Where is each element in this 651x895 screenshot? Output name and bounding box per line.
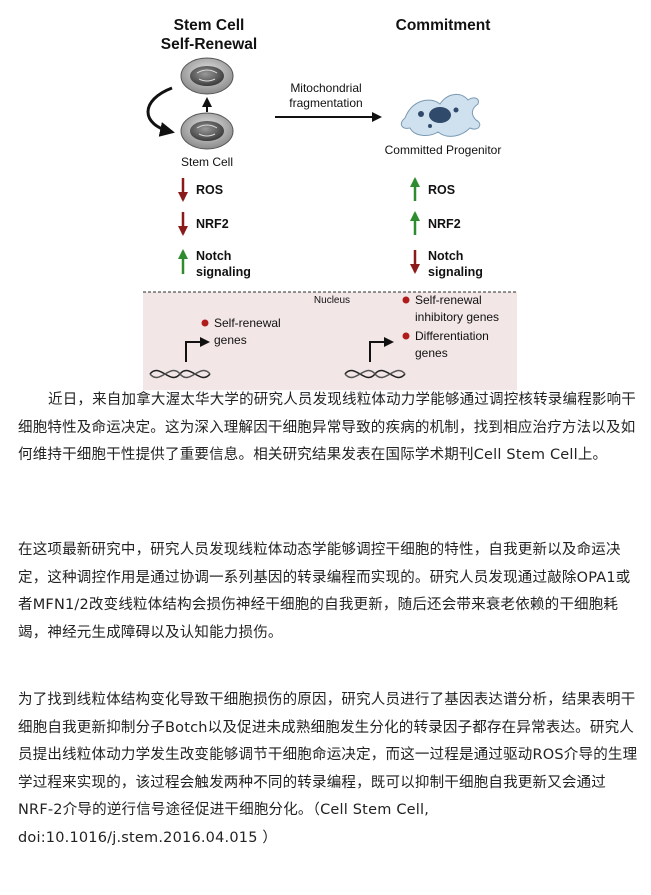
left-gene-label-line1: Self-renewal xyxy=(214,316,281,330)
arrow-label-line2: fragmentation xyxy=(289,96,362,110)
article-paragraph-3: 为了找到线粒体结构变化导致干细胞损伤的原因，研究人员进行了基因表达谱分析，结果表… xyxy=(18,692,638,846)
right-gene1-dot xyxy=(402,296,410,304)
right-title: Commitment xyxy=(396,17,491,34)
left-promoter-arrow xyxy=(185,337,210,362)
right-promoter-arrow xyxy=(369,337,394,362)
stem-cell-label: Stem Cell xyxy=(181,155,233,169)
right-gene2-dot xyxy=(402,332,410,340)
stem-cell-bottom-icon xyxy=(180,112,234,150)
progenitor-label: Committed Progenitor xyxy=(385,143,502,157)
left-notch-label-line1: Notch xyxy=(196,249,231,263)
right-ros-label: ROS xyxy=(428,183,455,197)
right-notch-label-line1: Notch xyxy=(428,249,463,263)
article-paragraph-2: 在这项最新研究中，研究人员发现线粒体动态学能够调控干细胞的特性，自我更新以及命运… xyxy=(18,542,631,641)
left-ros-label: ROS xyxy=(196,183,223,197)
left-nrf2-label: NRF2 xyxy=(196,217,229,231)
committed-progenitor-icon xyxy=(400,94,481,137)
article-paragraph-1: 近日，来自加拿大渥太华大学的研究人员发现线粒体动力学能够通过调控核转录编程影响干… xyxy=(18,392,636,463)
stem-cell-commitment-figure: Stem Cell Self-Renewal Commitment Stem C… xyxy=(143,17,517,390)
self-renewal-curved-arrow xyxy=(146,86,175,137)
right-nrf2-label: NRF2 xyxy=(428,217,461,231)
right-gene1-label-line2: inhibitory genes xyxy=(415,310,499,324)
right-gene2-label-line2: genes xyxy=(415,346,448,360)
left-notch-label-line2: signaling xyxy=(196,265,251,279)
right-notch-label-line2: signaling xyxy=(428,265,483,279)
nucleus-label: Nucleus xyxy=(314,295,350,306)
left-gene-label-line2: genes xyxy=(214,333,247,347)
left-gene-dot xyxy=(201,319,209,327)
left-title-line2: Self-Renewal xyxy=(161,36,257,53)
stem-cell-top-icon xyxy=(180,57,234,95)
left-dna-helix-icon xyxy=(149,369,211,379)
left-title-line1: Stem Cell xyxy=(174,17,245,34)
right-dna-helix-icon xyxy=(344,369,406,379)
right-gene1-label-line1: Self-renewal xyxy=(415,293,482,307)
arrow-label-line1: Mitochondrial xyxy=(290,81,361,95)
right-gene2-label-line1: Differentiation xyxy=(415,329,489,343)
